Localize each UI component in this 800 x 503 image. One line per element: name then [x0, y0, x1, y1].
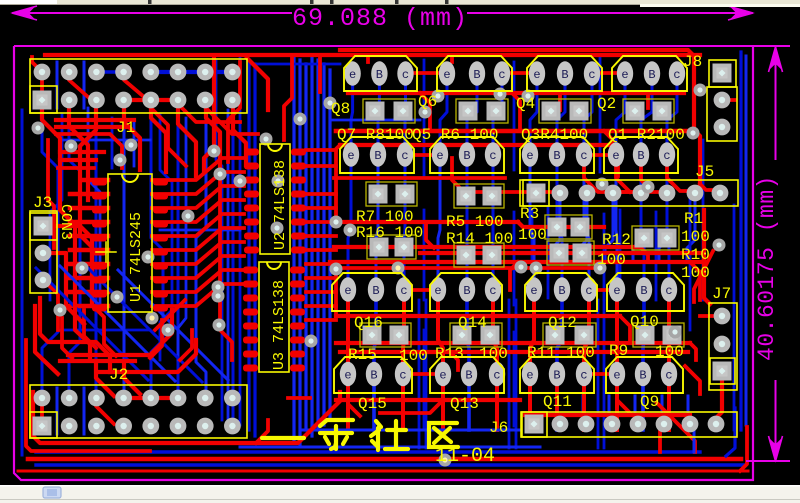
svg-text:c: c [402, 68, 409, 82]
svg-text:69.088 (mm): 69.088 (mm) [292, 4, 468, 33]
svg-text:c: c [663, 149, 670, 163]
svg-text:Q13: Q13 [450, 395, 479, 413]
svg-text:Q1 R2100: Q1 R2100 [608, 126, 685, 144]
svg-text:100: 100 [566, 344, 595, 362]
svg-text:R3: R3 [520, 205, 539, 223]
svg-text:J8: J8 [683, 53, 702, 71]
svg-text:e: e [349, 68, 356, 82]
svg-text:Q14: Q14 [458, 314, 487, 332]
svg-text:B: B [372, 284, 379, 298]
svg-text:c: c [489, 149, 496, 163]
svg-text:e: e [443, 68, 450, 82]
svg-text:B: B [374, 149, 381, 163]
svg-text:e: e [344, 369, 351, 383]
svg-text:Q3R4100: Q3R4100 [521, 126, 588, 144]
svg-text:c: c [580, 149, 587, 163]
svg-text:R9: R9 [609, 342, 628, 360]
svg-text:B: B [473, 68, 480, 82]
svg-text:Q12: Q12 [548, 314, 577, 332]
svg-text:e: e [436, 149, 443, 163]
svg-text:R12: R12 [602, 231, 631, 249]
svg-text:c: c [399, 369, 406, 383]
svg-text:100: 100 [681, 228, 710, 246]
svg-text:B: B [370, 369, 377, 383]
svg-text:J6: J6 [489, 419, 508, 437]
svg-text:Q5 R6 100: Q5 R6 100 [412, 126, 498, 144]
svg-text:R7 100: R7 100 [356, 208, 414, 226]
svg-text:e: e [530, 284, 537, 298]
svg-text:R1: R1 [684, 210, 703, 228]
svg-text:R10: R10 [681, 246, 710, 264]
svg-text:c: c [588, 68, 595, 82]
svg-text:c: c [673, 68, 680, 82]
svg-text:B: B [637, 149, 644, 163]
svg-text:100: 100 [655, 343, 684, 361]
svg-text:Q4: Q4 [516, 95, 535, 113]
svg-text:B: B [561, 68, 568, 82]
svg-text:c: c [498, 68, 505, 82]
svg-text:e: e [613, 369, 620, 383]
svg-text:R5 100: R5 100 [446, 213, 504, 231]
svg-text:e: e [434, 284, 441, 298]
svg-text:B: B [553, 369, 560, 383]
svg-text:J2: J2 [109, 366, 128, 384]
svg-text:c: c [665, 369, 672, 383]
svg-text:B: B [648, 68, 655, 82]
svg-text:J3: J3 [33, 194, 52, 212]
svg-text:B: B [558, 284, 565, 298]
svg-text:Q15: Q15 [358, 395, 387, 413]
svg-text:J7: J7 [712, 285, 731, 303]
svg-text:Q6: Q6 [418, 93, 437, 111]
svg-text:U1 74LS245: U1 74LS245 [128, 212, 145, 302]
svg-text:R15: R15 [348, 346, 377, 364]
svg-text:U2 74LS138: U2 74LS138 [272, 160, 289, 250]
svg-text:Q8: Q8 [331, 100, 350, 118]
svg-text:Q11: Q11 [543, 393, 572, 411]
svg-text:B: B [553, 149, 560, 163]
svg-text:Q2: Q2 [597, 95, 616, 113]
svg-text:B: B [639, 369, 646, 383]
svg-text:R16 100: R16 100 [356, 224, 423, 242]
svg-text:c: c [585, 284, 592, 298]
svg-text:100: 100 [681, 264, 710, 282]
svg-text:c: c [493, 369, 500, 383]
svg-text:e: e [526, 149, 533, 163]
svg-text:J1: J1 [116, 119, 135, 137]
svg-text:c: c [401, 149, 408, 163]
svg-text:e: e [526, 369, 533, 383]
svg-text:Q9: Q9 [640, 393, 659, 411]
svg-text:c: c [489, 284, 496, 298]
svg-text:R11: R11 [527, 344, 556, 362]
svg-text:U3 74LS138: U3 74LS138 [271, 280, 288, 370]
svg-text:B: B [463, 149, 470, 163]
svg-text:e: e [612, 149, 619, 163]
svg-text:100: 100 [518, 226, 547, 244]
svg-text:c: c [580, 369, 587, 383]
svg-text:100: 100 [479, 345, 508, 363]
svg-text:R13: R13 [435, 345, 464, 363]
svg-text:11-04: 11-04 [435, 445, 495, 468]
svg-text:e: e [621, 68, 628, 82]
svg-text:100: 100 [597, 251, 626, 269]
svg-text:B: B [640, 284, 647, 298]
svg-text:c: c [665, 284, 672, 298]
svg-text:Q7 R8100: Q7 R8100 [337, 126, 414, 144]
svg-text:J5: J5 [695, 163, 714, 181]
svg-text:e: e [439, 369, 446, 383]
svg-text:e: e [613, 284, 620, 298]
svg-text:CON3: CON3 [57, 204, 74, 240]
svg-text:e: e [347, 149, 354, 163]
svg-text:B: B [463, 284, 470, 298]
svg-text:B: B [465, 369, 472, 383]
svg-text:R14 100: R14 100 [446, 230, 513, 248]
svg-text:e: e [344, 284, 351, 298]
svg-text:100: 100 [399, 347, 428, 365]
svg-text:e: e [533, 68, 540, 82]
svg-text:Q16: Q16 [354, 314, 383, 332]
svg-text:Q10: Q10 [630, 313, 659, 331]
svg-text:B: B [376, 68, 383, 82]
svg-text:40.60175 (mm): 40.60175 (mm) [754, 175, 780, 361]
svg-text:c: c [400, 284, 407, 298]
